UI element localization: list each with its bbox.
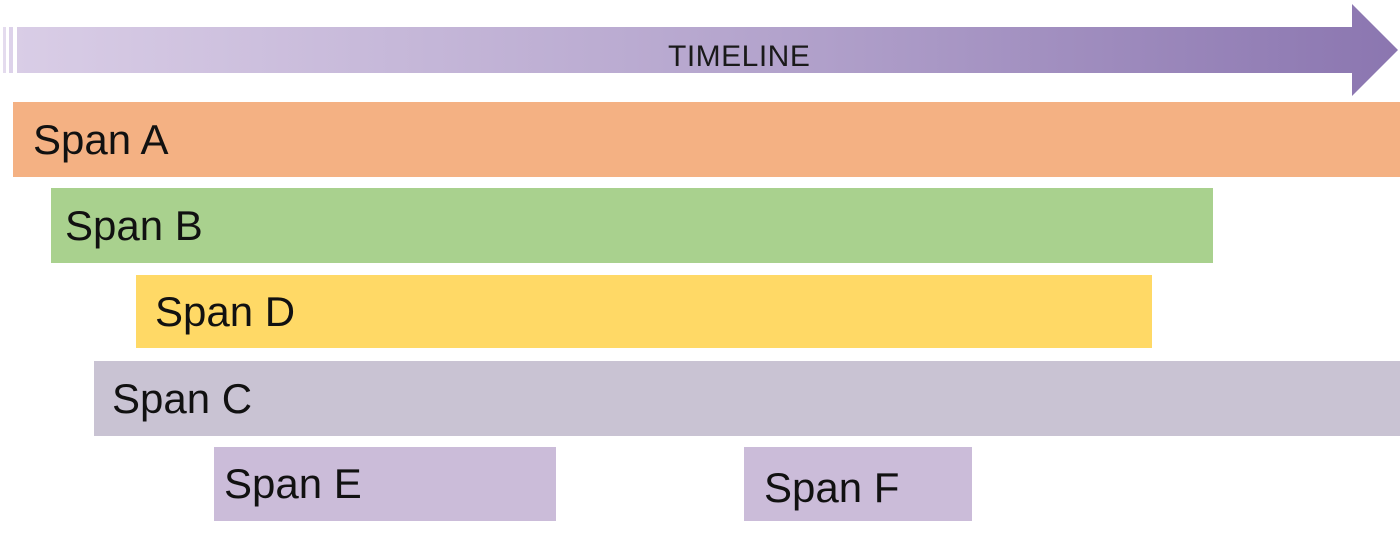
span-d-label: Span D xyxy=(155,287,296,335)
arrow-tail-stripe xyxy=(9,27,13,73)
timeline-label: TIMELINE xyxy=(668,40,811,73)
span-b-label: Span B xyxy=(65,201,203,249)
span-f-label: Span F xyxy=(764,464,900,511)
arrow-body xyxy=(17,4,1398,96)
span-d-bar: Span D xyxy=(136,275,1152,348)
span-a-label: Span A xyxy=(33,115,169,163)
span-c-bar: Span C xyxy=(94,361,1400,436)
span-c-label: Span C xyxy=(112,374,253,422)
span-a-bar: Span A xyxy=(13,102,1400,177)
span-e-bar: Span E xyxy=(214,447,556,521)
span-f-bar: Span F xyxy=(744,447,972,521)
timeline-arrow xyxy=(3,4,1398,96)
arrow-tail-stripe xyxy=(3,27,6,73)
span-e-label: Span E xyxy=(224,460,362,507)
span-b-bar: Span B xyxy=(51,188,1213,263)
